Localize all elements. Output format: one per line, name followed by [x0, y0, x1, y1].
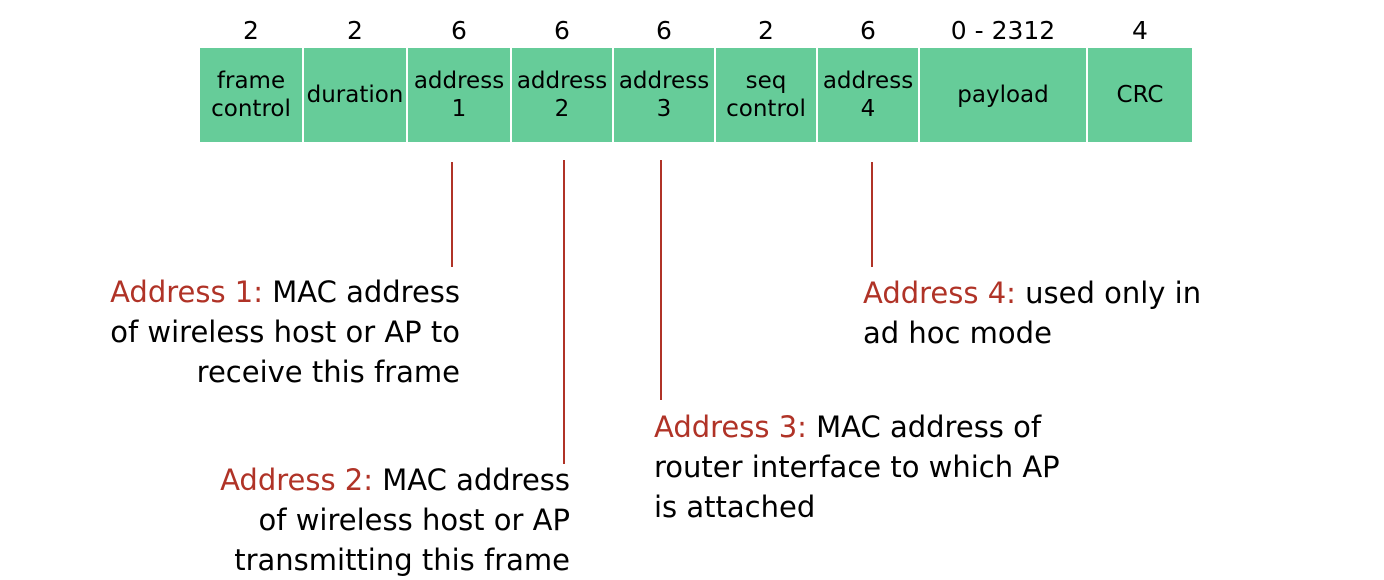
field-address-1: address 1: [408, 48, 510, 142]
frame-fields-row: frame control duration address 1 address…: [0, 48, 1384, 142]
address-3-connector: [660, 160, 662, 400]
note-title: Address 1:: [110, 275, 264, 309]
note-line: is attached: [654, 490, 816, 524]
field-crc: CRC: [1088, 48, 1192, 142]
address-3-note: Address 3: MAC address of router interfa…: [654, 407, 1114, 527]
address-2-connector: [563, 160, 565, 464]
note-text: used only in: [1015, 276, 1202, 310]
note-line: ad hoc mode: [863, 316, 1052, 350]
address-1-connector: [451, 162, 453, 267]
field-size: 2: [243, 16, 259, 45]
address-4-connector: [871, 162, 873, 267]
field-size: 4: [1132, 16, 1148, 45]
field-frame-control: frame control: [200, 48, 302, 142]
note-title: Address 4:: [863, 276, 1016, 310]
field-size: 6: [554, 16, 570, 45]
note-line: Address 2: MAC address: [150, 460, 570, 500]
note-line: of wireless host or AP: [258, 503, 570, 537]
field-size: 6: [860, 16, 876, 45]
note-line: receive this frame: [196, 355, 460, 389]
note-line: Address 1: MAC address: [60, 272, 460, 312]
field-size: 2: [758, 16, 774, 45]
note-title: Address 2:: [220, 463, 374, 497]
note-line: Address 4: used only in: [863, 273, 1263, 313]
field-address-2: address 2: [512, 48, 612, 142]
field-size: 6: [656, 16, 672, 45]
field-duration: duration: [304, 48, 406, 142]
field-size-row: 2 2 6 6 6 2 6 0 - 2312 4: [0, 14, 1384, 48]
note-text: MAC address: [373, 463, 570, 497]
note-text: MAC address: [263, 275, 460, 309]
note-text: MAC address of: [806, 410, 1042, 444]
field-size: 2: [347, 16, 363, 45]
address-2-note: Address 2: MAC address of wireless host …: [150, 460, 570, 580]
field-payload: payload: [920, 48, 1086, 142]
address-4-note: Address 4: used only in ad hoc mode: [863, 273, 1263, 353]
field-address-3: address 3: [614, 48, 714, 142]
field-size: 6: [451, 16, 467, 45]
note-title: Address 3:: [654, 410, 807, 444]
note-line: router interface to which AP: [654, 450, 1060, 484]
field-address-4: address 4: [818, 48, 918, 142]
note-line: Address 3: MAC address of: [654, 407, 1114, 447]
note-line: of wireless host or AP to: [110, 315, 460, 349]
field-seq-control: seq control: [716, 48, 816, 142]
field-size: 0 - 2312: [950, 16, 1056, 45]
note-line: transmitting this frame: [234, 543, 570, 577]
address-1-note: Address 1: MAC address of wireless host …: [60, 272, 460, 392]
